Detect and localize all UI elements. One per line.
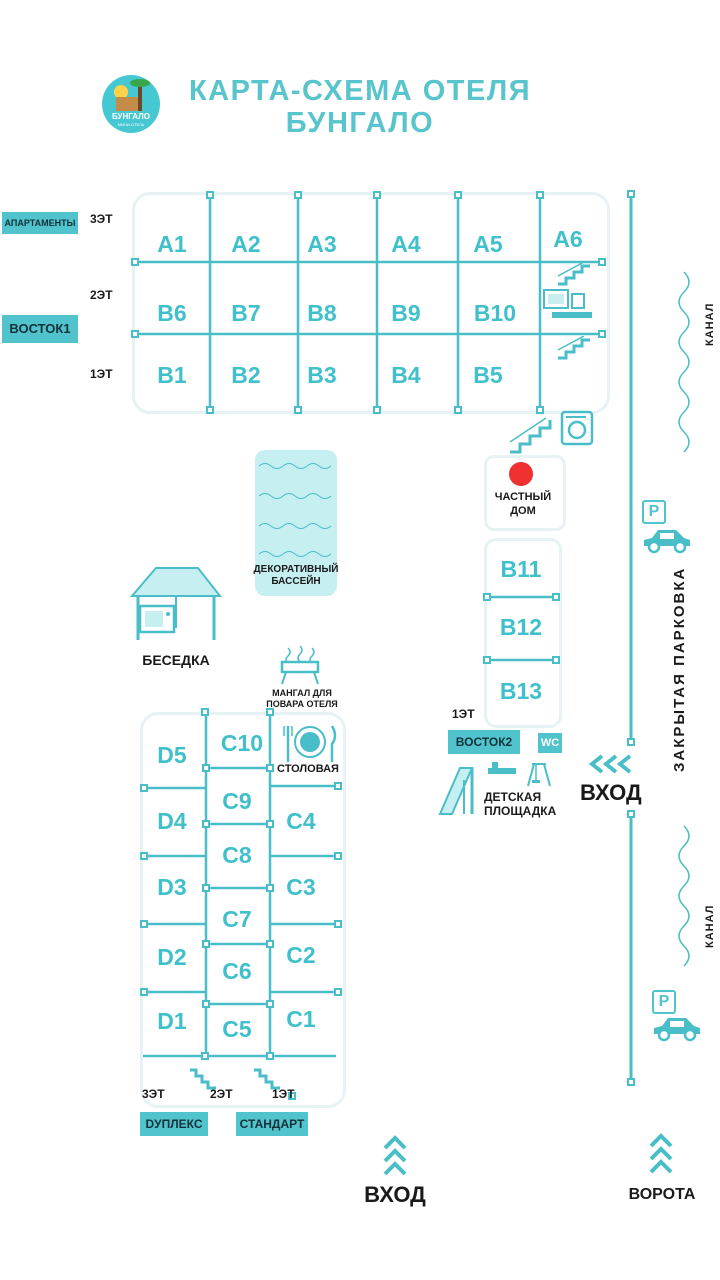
room-c2[interactable]: C2 (286, 942, 316, 968)
room-d3[interactable]: D3 (157, 874, 187, 900)
room-b6[interactable]: B6 (157, 300, 187, 326)
map-title-line2: БУНГАЛО (285, 107, 435, 139)
room-b9[interactable]: B9 (391, 300, 421, 326)
pool-label-line2: БАССЕЙН (271, 576, 321, 587)
room-a3[interactable]: A3 (307, 231, 337, 257)
private-house-label-line2: ДОМ (510, 505, 536, 517)
washing-machine-icon (560, 410, 594, 446)
room-c3[interactable]: C3 (286, 874, 316, 900)
entrance-arrows-icon (588, 754, 632, 774)
playground-icon (438, 762, 551, 815)
playground-label-line2: ПЛОЩАДКА (484, 804, 557, 818)
pool-label-line1: ДЕКОРАТИВНЫЙ (253, 564, 339, 575)
room-c8[interactable]: C8 (222, 842, 252, 868)
duplex-building (140, 712, 346, 1108)
room-c6[interactable]: C6 (222, 958, 252, 984)
vostok2-floor-label: 1ЭТ (452, 707, 475, 721)
stairs-icon (509, 417, 552, 454)
room-a4[interactable]: A4 (391, 231, 421, 257)
room-c1[interactable]: C1 (286, 1006, 316, 1032)
duplex-floor-2-label: 2ЭТ (210, 1087, 233, 1101)
grill-icon (280, 645, 320, 685)
room-b4[interactable]: B4 (391, 362, 421, 388)
car-icon (654, 1018, 700, 1042)
room-d4[interactable]: D4 (157, 808, 187, 834)
floor-2-label: 2ЭТ (90, 288, 113, 302)
duplex-floor-1-label: 1ЭТ (272, 1087, 295, 1101)
parking-sign-icon-bottom: P (652, 990, 676, 1014)
parking-label: ЗАКРЫТАЯ ПАРКОВКА (671, 566, 688, 772)
room-b1[interactable]: B1 (157, 362, 187, 388)
canal-label-bottom: КАНАЛ (704, 904, 716, 948)
dining-icon (283, 725, 337, 762)
room-b3[interactable]: B3 (307, 362, 337, 388)
logo-subtext: МИНИ-ОТЕЛЬ (117, 122, 145, 127)
entrance-arrows-icon (383, 1135, 407, 1176)
car-icon (644, 530, 690, 554)
vostok1-building (132, 192, 610, 414)
logo-text: БУНГАЛО (111, 112, 151, 121)
room-a5[interactable]: A5 (473, 231, 503, 257)
room-c9[interactable]: C9 (222, 788, 252, 814)
room-a6[interactable]: A6 (553, 226, 583, 252)
gazebo-label: БЕСЕДКА (142, 652, 210, 668)
apartments-tag: АПАРТАМЕНТЫ (2, 212, 78, 234)
private-house-label-line1: ЧАСТНЫЙ (494, 491, 552, 503)
room-b8[interactable]: B8 (307, 300, 337, 326)
room-c4[interactable]: C4 (286, 808, 316, 834)
canal-label-top: КАНАЛ (704, 302, 716, 346)
decorative-pool (255, 450, 337, 596)
hotel-logo: БУНГАЛО МИНИ-ОТЕЛЬ (102, 75, 160, 133)
room-b13[interactable]: B13 (499, 678, 543, 704)
gate-arrows-icon (649, 1133, 673, 1174)
vostok2-tag: ВОСТОК2 (448, 730, 520, 754)
room-b11[interactable]: B11 (500, 556, 542, 582)
side-entrance-label: ВХОД (580, 780, 642, 805)
room-a2[interactable]: A2 (231, 231, 261, 257)
room-b7[interactable]: B7 (231, 300, 261, 326)
stairs-icon (557, 336, 590, 360)
gazebo-icon (129, 567, 223, 640)
water-waves (258, 463, 332, 557)
floor-3-label: 3ЭТ (90, 212, 113, 226)
room-a1[interactable]: A1 (157, 231, 187, 257)
bottom-entrance-label: ВХОД (364, 1182, 426, 1207)
parking-sign-icon: P (642, 500, 666, 524)
stairs-icon (190, 1068, 216, 1090)
room-d2[interactable]: D2 (157, 944, 187, 970)
playground-label-line1: ДЕТСКАЯ (484, 790, 542, 804)
room-b10[interactable]: B10 (473, 300, 517, 326)
grill-label-line2: ПОВАРА ОТЕЛЯ (266, 699, 338, 709)
dining-label: СТОЛОВАЯ (277, 763, 339, 775)
location-marker-icon (509, 462, 533, 486)
room-c7[interactable]: C7 (222, 906, 252, 932)
room-b12[interactable]: B12 (499, 614, 543, 640)
map-title-line1: КАРТА-СХЕМА ОТЕЛЯ (188, 75, 532, 107)
room-b2[interactable]: B2 (231, 362, 261, 388)
wc-tag: WC (538, 733, 562, 753)
room-d1[interactable]: D1 (157, 1008, 187, 1034)
grill-label-line1: МАНГАЛ ДЛЯ (272, 688, 332, 698)
room-c10[interactable]: C10 (220, 730, 264, 756)
gate-label: ВОРОТА (628, 1186, 696, 1203)
duplex-floor-3-label: 3ЭТ (142, 1087, 165, 1101)
room-d5[interactable]: D5 (157, 742, 187, 768)
stairs-icon (557, 262, 590, 286)
kitchen-icon (543, 289, 592, 318)
vostok2-building (484, 538, 562, 728)
stairs-icon (254, 1068, 280, 1090)
vostok1-tag: ВОСТОК1 (2, 315, 78, 343)
floor-1-label: 1ЭТ (90, 367, 113, 381)
room-b5[interactable]: B5 (473, 362, 503, 388)
duplex-tag: DУПЛЕКС (140, 1112, 208, 1136)
room-c5[interactable]: C5 (222, 1016, 252, 1042)
standard-tag: СТАНДАРТ (236, 1112, 308, 1136)
